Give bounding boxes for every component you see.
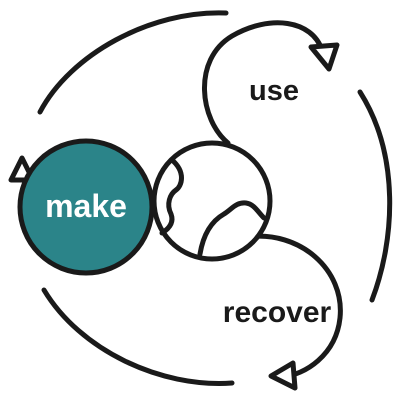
globe-icon xyxy=(151,140,273,262)
outer-arc-top-left xyxy=(37,10,229,115)
use-label: use xyxy=(249,75,299,107)
outer-arc-right xyxy=(357,89,393,303)
arrowhead-icon xyxy=(268,360,298,391)
use-loop-path xyxy=(202,20,325,146)
outer-arc-bottom-left xyxy=(41,287,235,386)
recover-label: recover xyxy=(223,296,332,329)
recover-loop-path xyxy=(244,233,343,380)
make-label: make xyxy=(45,188,127,224)
arrowhead-icon xyxy=(308,42,340,72)
